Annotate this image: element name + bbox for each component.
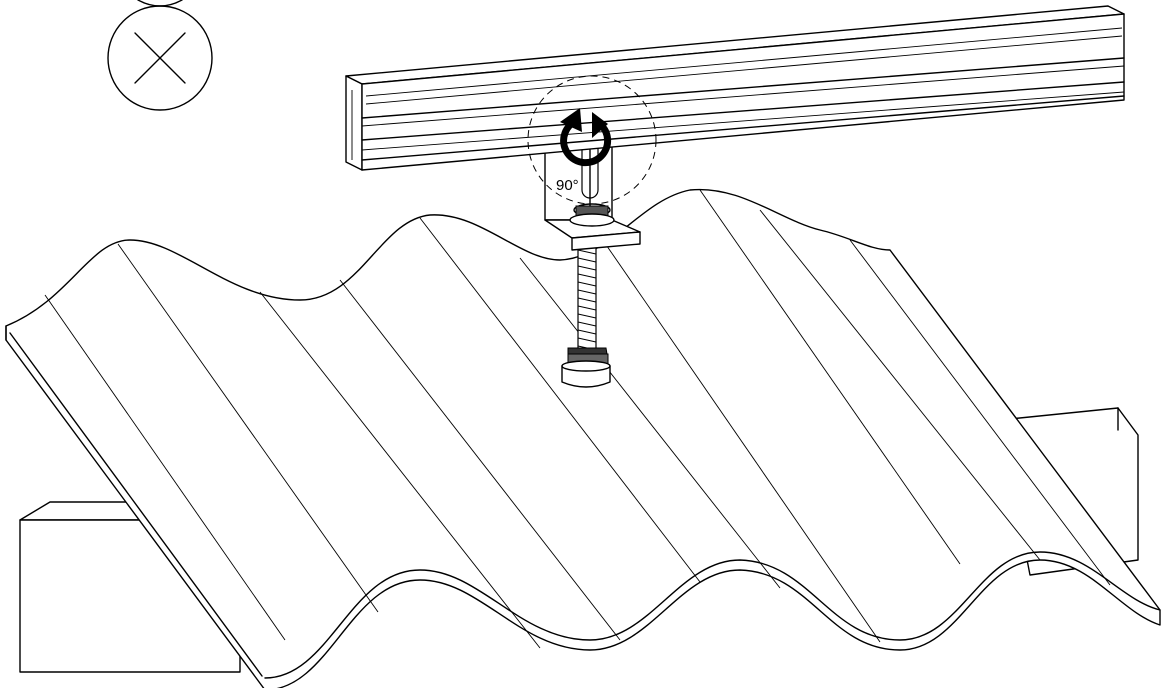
corrugated-roof-sheet: [5, 188, 1161, 688]
rotation-angle-label: 90°: [556, 177, 579, 194]
partial-circle-top: [137, 0, 183, 7]
rotate-clockwise-icon: [560, 108, 612, 167]
detail-callout-circle: [527, 75, 657, 205]
cross-circle-icon: [107, 5, 213, 111]
mounting-rail: [345, 5, 1125, 171]
